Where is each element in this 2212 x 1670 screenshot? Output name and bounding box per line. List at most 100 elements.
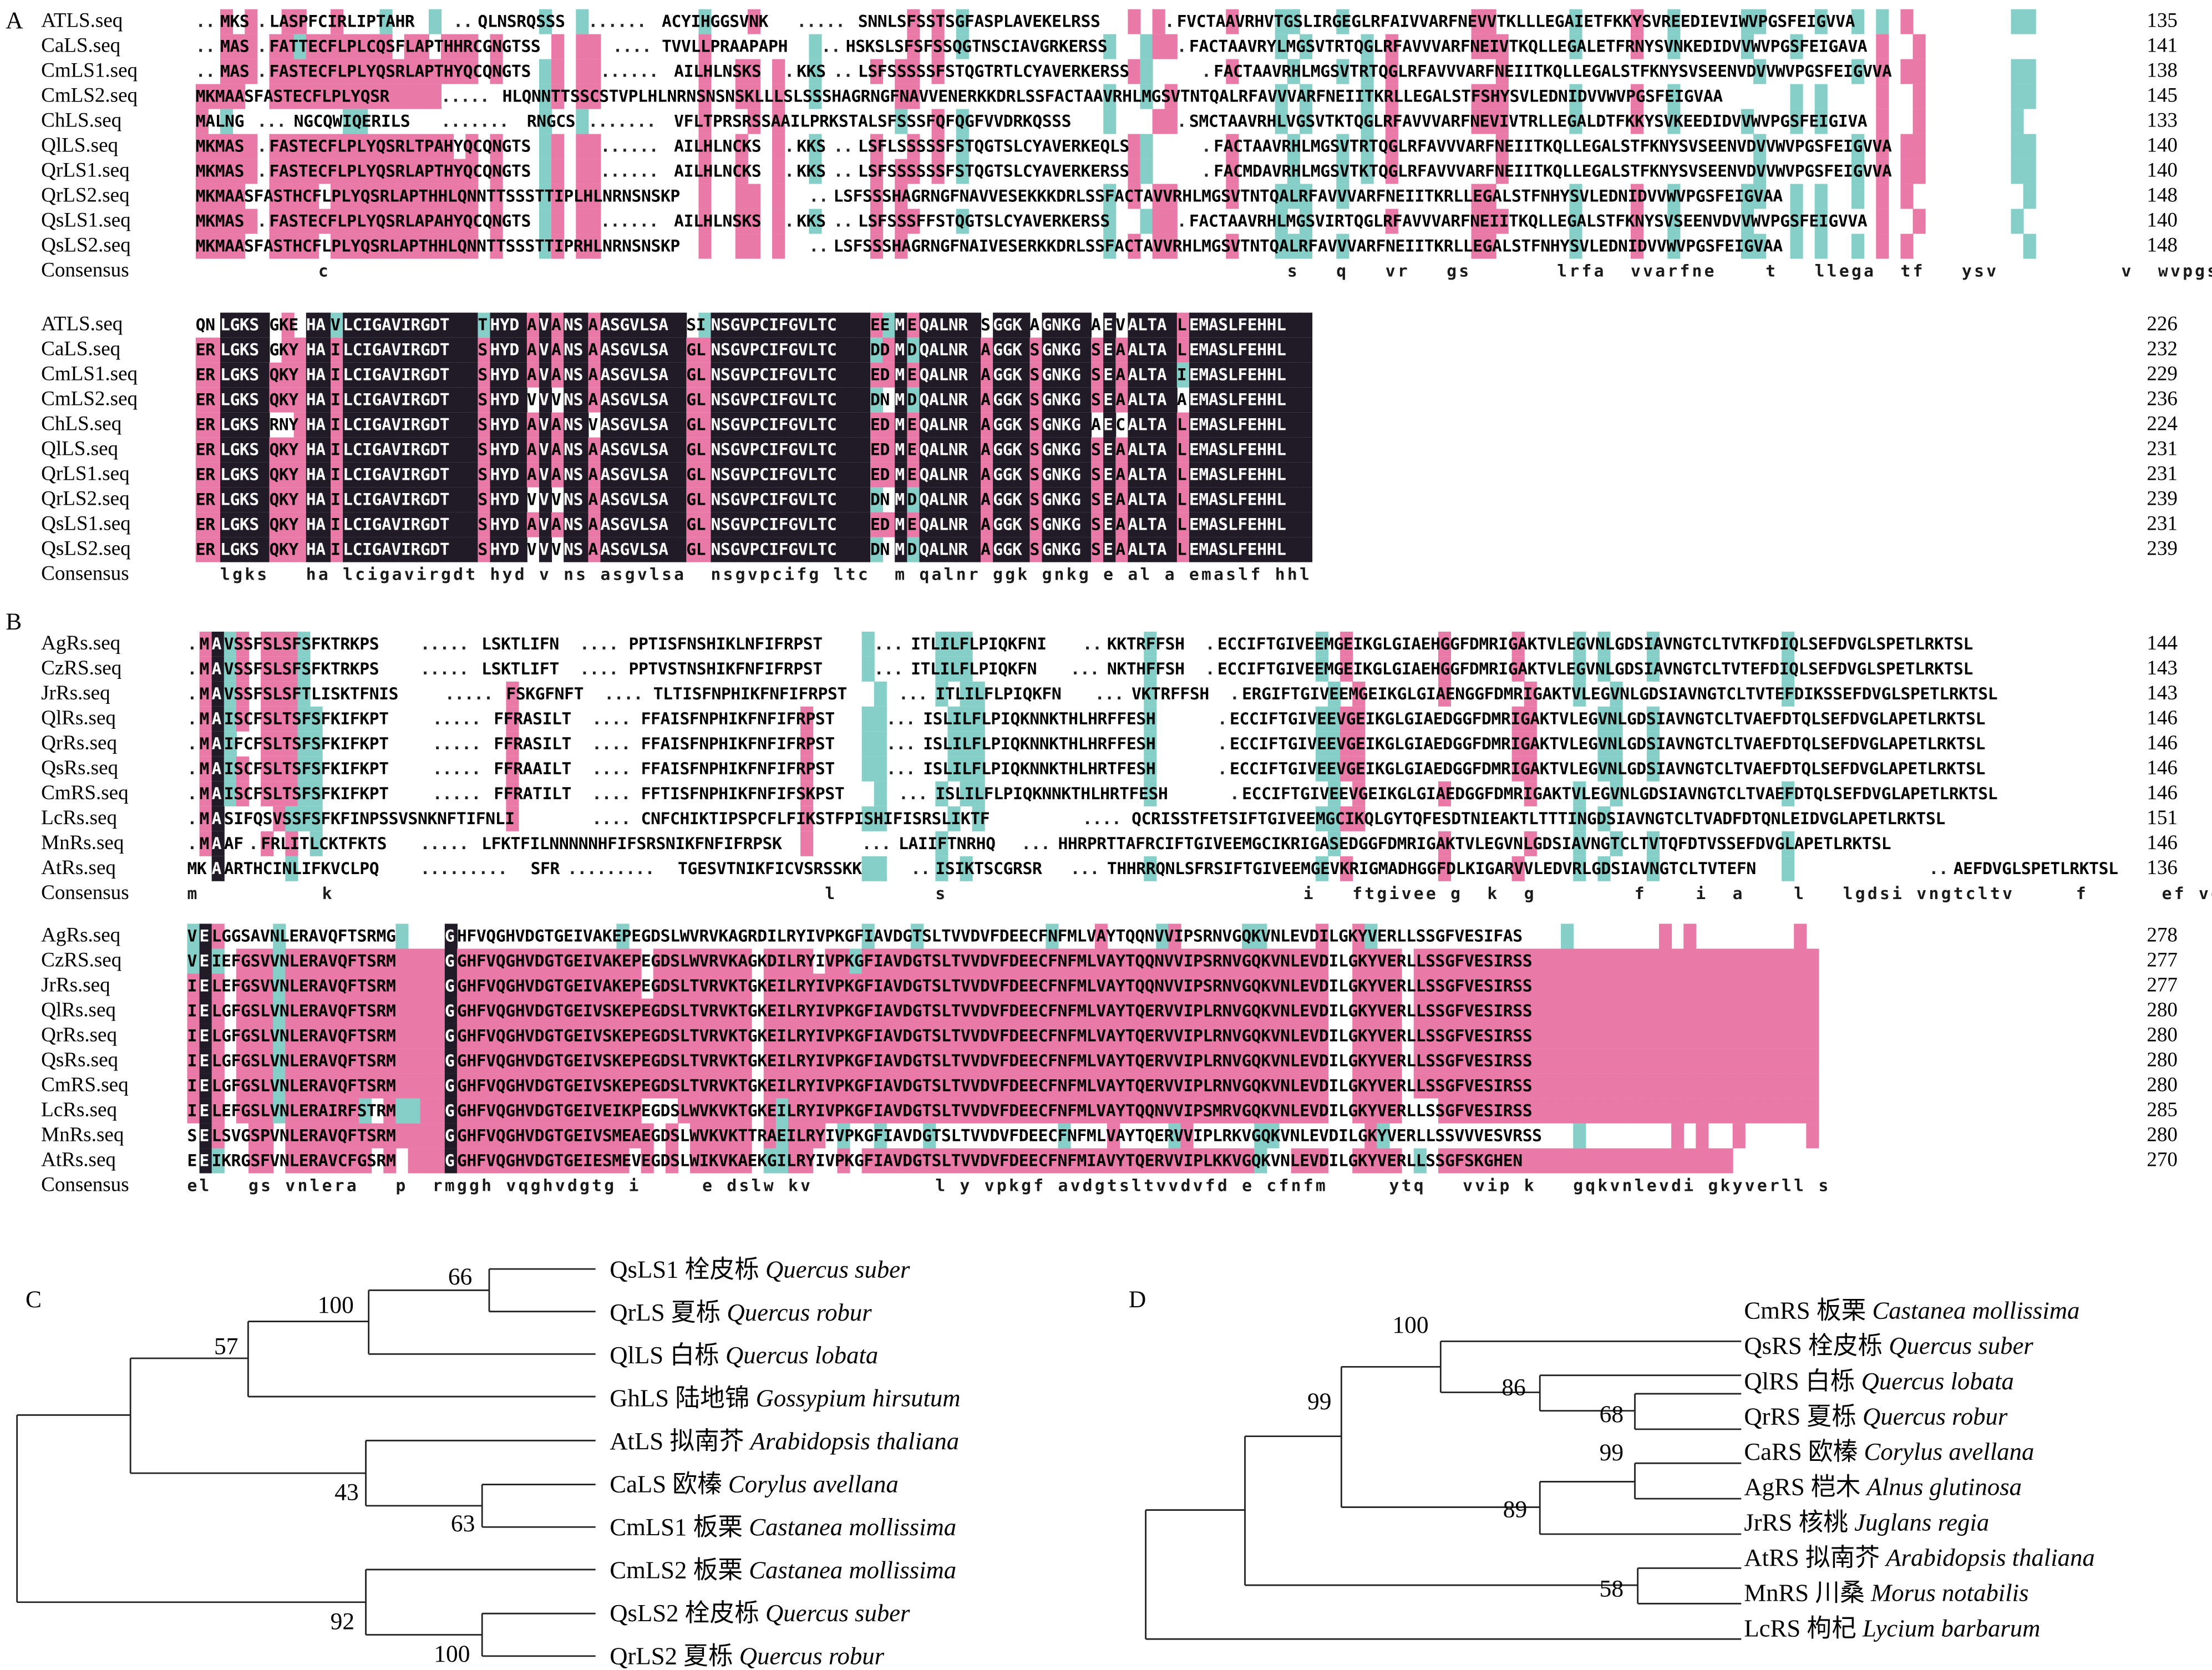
residue-shade xyxy=(478,462,491,488)
residue-shade xyxy=(1732,1048,1746,1074)
residue-shade xyxy=(207,487,221,512)
residue-shade xyxy=(539,109,552,134)
residue-shade xyxy=(723,437,736,463)
residue-shade xyxy=(686,487,699,512)
residue-shade xyxy=(232,184,246,209)
residue-shade xyxy=(919,437,932,463)
residue-shade xyxy=(232,537,246,562)
residue-shade xyxy=(858,437,871,463)
residue-shade xyxy=(2023,234,2036,259)
residue-shade xyxy=(588,159,601,184)
sequence-name: AtRs.seq xyxy=(41,856,116,879)
residue-shade xyxy=(379,387,393,413)
residue-shade xyxy=(772,159,785,184)
residue-shade xyxy=(420,948,433,974)
residue-shade xyxy=(1361,59,1374,84)
residue-shade xyxy=(1630,34,1644,59)
residue-shade xyxy=(404,159,417,184)
residue-shade xyxy=(220,209,234,234)
residue-shade xyxy=(772,109,785,134)
residue-shade xyxy=(1671,1048,1685,1074)
residue-shade xyxy=(1610,998,1623,1024)
residue-shade xyxy=(1876,134,1889,159)
residue-shade xyxy=(686,537,699,562)
residue-shade xyxy=(1561,1048,1574,1074)
sequence-residues: MKMAS.FASTECFLPLYQSRLAPAHYQCQNGTS......A… xyxy=(196,211,1868,231)
tree-leaf-label: AgRS 桤木 Alnus glutinosa xyxy=(1744,1473,2022,1501)
residue-shade xyxy=(392,84,405,109)
residue-shade xyxy=(1140,34,1153,59)
residue-shade xyxy=(306,84,319,109)
residue-shade xyxy=(1275,209,1288,234)
residue-shade xyxy=(674,412,687,438)
residue-shade xyxy=(2011,209,2024,234)
residue-shade xyxy=(576,84,589,109)
residue-shade xyxy=(588,209,601,234)
residue-shade xyxy=(698,109,712,134)
residue-shade xyxy=(428,134,442,159)
residue-shade xyxy=(245,412,258,438)
residue-shade xyxy=(1696,1023,1709,1049)
residue-shade xyxy=(331,159,344,184)
residue-shade xyxy=(441,159,454,184)
residue-shade xyxy=(428,84,442,109)
residue-shade xyxy=(796,337,810,363)
residue-shade xyxy=(331,462,344,488)
residue-shade xyxy=(821,412,834,438)
residue-shade xyxy=(551,412,565,438)
residue-shade xyxy=(1622,1098,1635,1124)
residue-shade xyxy=(1794,1023,1807,1049)
residue-shade xyxy=(698,9,712,34)
residue-shade xyxy=(420,998,433,1024)
residue-shade xyxy=(1671,1098,1685,1124)
residue-shade xyxy=(1128,234,1141,259)
residue-shade xyxy=(1483,109,1496,134)
residue-shade xyxy=(195,184,209,209)
residue-shade xyxy=(870,462,884,488)
residue-shade xyxy=(465,387,479,413)
residue-shade xyxy=(1912,84,1926,109)
residue-shade xyxy=(674,512,687,537)
residue-shade xyxy=(551,59,565,84)
residue-shade xyxy=(1646,1073,1660,1099)
residue-shade xyxy=(293,134,307,159)
residue-shade xyxy=(612,537,626,562)
residue-shade xyxy=(355,34,368,59)
residue-shade xyxy=(1164,234,1178,259)
residue-shade xyxy=(1683,973,1697,999)
residue-shade xyxy=(637,437,650,463)
residue-shade xyxy=(367,59,380,84)
residue-shade xyxy=(1732,1073,1746,1099)
residue-shade xyxy=(318,362,332,388)
residue-shade xyxy=(1658,1023,1672,1049)
residue-shade xyxy=(245,537,258,562)
residue-shade xyxy=(367,184,380,209)
residue-shade xyxy=(1630,84,1644,109)
residue-shade xyxy=(392,512,405,537)
residue-shade xyxy=(1806,1123,1819,1149)
residue-shade xyxy=(2011,134,2024,159)
residue-shade xyxy=(1287,134,1300,159)
residue-shade xyxy=(441,234,454,259)
residue-shade xyxy=(1585,1098,1599,1124)
residue-shade xyxy=(907,537,920,562)
tree-leaf-label: AtLS 拟南芥 Arabidopsis thaliana xyxy=(610,1427,959,1455)
residue-shade xyxy=(441,312,454,338)
sequence-end-number: 236 xyxy=(2147,388,2178,410)
residue-shade xyxy=(1275,109,1288,134)
residue-shade xyxy=(539,312,552,338)
residue-shade xyxy=(269,537,282,562)
residue-shade xyxy=(576,312,589,338)
residue-shade xyxy=(404,209,417,234)
residue-shade xyxy=(993,537,1006,562)
residue-shade xyxy=(1361,34,1374,59)
residue-shade xyxy=(343,362,356,388)
residue-shade xyxy=(772,337,785,363)
residue-shade xyxy=(355,487,368,512)
residue-shade xyxy=(625,362,638,388)
residue-shade xyxy=(490,487,503,512)
residue-shade xyxy=(796,487,810,512)
residue-shade xyxy=(956,337,969,363)
